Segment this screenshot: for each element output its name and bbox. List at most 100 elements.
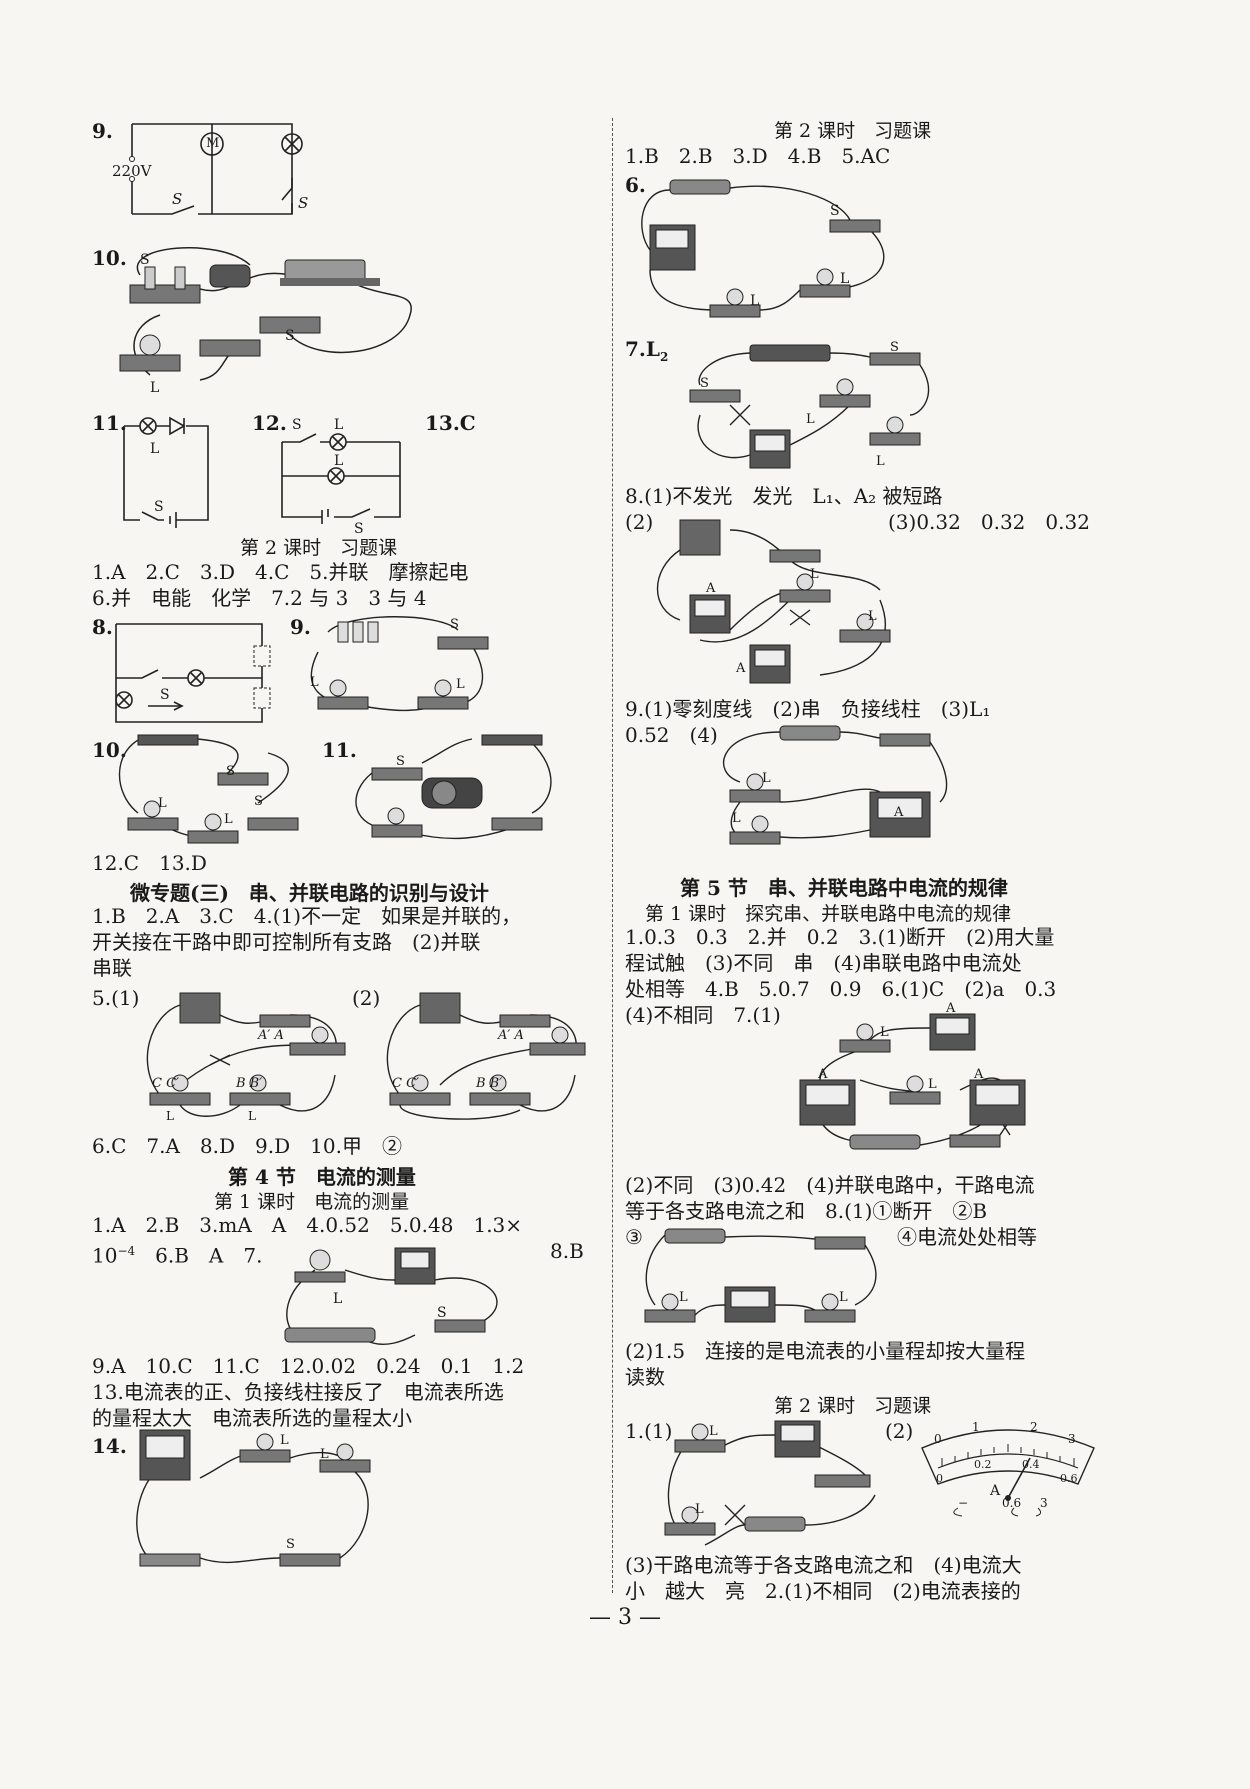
sub-question-label: (2) — [885, 1419, 914, 1443]
answer-line: 1.0.3 0.3 2.并 0.2 3.(1)断开 (2)用大量 — [625, 925, 1055, 949]
ammeter-dial: 0 1 2 3 0 0.2 0.4 0.6 A − 0.6 3 — [918, 1418, 1098, 1518]
switch-label: S — [286, 1537, 295, 1552]
terminal-label: A′ A — [498, 1028, 524, 1043]
switch-label: S — [292, 417, 302, 433]
answer-line: 0.52 (4) — [625, 723, 718, 747]
dial-letter: A — [990, 1483, 1001, 1499]
switch-label: S — [298, 194, 309, 212]
lamp-label: L — [150, 441, 160, 457]
lesson-heading: 第 2 课时 习题课 — [774, 1395, 932, 1417]
question-number: 8. — [92, 615, 113, 639]
physical-circuit-q7-1: A A A L L — [799, 1000, 1030, 1150]
physical-circuit-q8-1: L L — [644, 1225, 885, 1325]
physical-circuit-q6: S L L — [640, 170, 890, 320]
ammeter-label: A — [946, 1001, 956, 1016]
lamp-label: L — [166, 1109, 174, 1123]
terminal-label: C C′ — [392, 1076, 419, 1091]
dial-tick: 0.6 — [1060, 1472, 1078, 1485]
question-number: 10. — [92, 246, 127, 270]
switch-label: S — [154, 499, 164, 515]
lamp-label: L — [732, 811, 741, 826]
answer-line: 1.B 2.B 3.D 4.B 5.AC — [625, 144, 891, 168]
answer-line: ③ — [625, 1225, 643, 1249]
lamp-label: L — [320, 1447, 329, 1462]
switch-label: S — [890, 340, 899, 355]
answer-line: 处相等 4.B 5.0.7 0.9 6.(1)C (2)a 0.3 — [625, 977, 1057, 1001]
answer-line: 6.并 电能 化学 7.2 与 3 3 与 4 — [92, 586, 427, 610]
question-number: 5.(1) — [92, 986, 140, 1010]
switch-label: S — [140, 252, 150, 268]
dial-terminal: − — [958, 1496, 969, 1510]
ammeter-label: A — [974, 1067, 984, 1082]
question-number: 11. — [322, 738, 357, 762]
physical-circuit-l2-q1: L L — [664, 1415, 885, 1550]
switch-label: S — [160, 687, 170, 703]
lamp-label: L — [334, 417, 344, 433]
question-number: 9. — [290, 615, 311, 639]
answer-line: 串联 — [92, 956, 132, 980]
switch-label: S — [254, 794, 263, 809]
dial-tick: 0.4 — [1022, 1458, 1040, 1471]
switch-label: S — [354, 521, 364, 537]
lamp-label: L — [928, 1077, 937, 1092]
section-heading: 第 4 节 电流的测量 — [228, 1165, 416, 1189]
circuit-diagram-q8: S — [112, 618, 272, 730]
lesson-heading: 第 1 课时 电流的测量 — [214, 1191, 410, 1213]
lamp-label: L — [810, 567, 819, 582]
answer-line: (2)1.5 连接的是电流表的小量程却按大量程 — [625, 1339, 1026, 1363]
dial-tick: 3 — [1068, 1432, 1076, 1446]
lamp-label: L — [709, 1424, 718, 1439]
switch-label: S — [285, 328, 295, 344]
physical-circuit-q14: L L S — [136, 1428, 371, 1568]
physical-circuit-q8: A A L L — [656, 510, 891, 685]
physical-circuit-q5-1: A′ A C C′ B B′ L L — [140, 985, 346, 1125]
answer-line: 8.(1)不发光 发光 L₁、A₂ 被短路 — [625, 484, 943, 508]
lamp-label: L — [224, 812, 233, 827]
lamp-label: L — [806, 412, 815, 427]
switch-label: S — [830, 203, 840, 219]
lamp-label: L — [456, 677, 465, 692]
circuit-diagram-q12: S L L S — [281, 412, 412, 537]
question-number: 12. — [252, 411, 287, 435]
question-number: 6. — [625, 173, 646, 197]
column-divider — [612, 118, 614, 1593]
ammeter-label: A — [894, 805, 904, 820]
section-heading: 第 5 节 串、并联电路中电流的规律 — [680, 876, 1008, 900]
dial-tick: 2 — [1030, 1420, 1038, 1434]
question-number: 9. — [92, 119, 113, 143]
ammeter-label: A — [818, 1067, 828, 1082]
switch-label: S — [437, 1305, 447, 1321]
lamp-label: L — [158, 796, 167, 811]
motor-label: M — [206, 136, 220, 151]
dial-terminal: 3 — [1040, 1496, 1048, 1510]
lesson-heading: 第 2 课时 习题课 — [774, 120, 932, 142]
physical-circuit-q5-2: A′ A C C′ B B′ — [380, 985, 586, 1125]
answer-line: 13.电流表的正、负接线柱接反了 电流表所选 — [92, 1380, 504, 1404]
physical-circuit-q7: L S — [284, 1240, 525, 1352]
circuit-diagram-q9: M 220V S S — [112, 118, 312, 243]
answer-line: 6.C 7.A 8.D 9.D 10.甲 ② — [92, 1134, 402, 1158]
answer-line: 1.A 2.B 3.mA A 4.0.52 5.0.48 1.3× — [92, 1213, 523, 1237]
switch-label: S — [226, 764, 235, 779]
lamp-label: L — [839, 1290, 848, 1305]
switch-label: S — [172, 190, 183, 208]
physical-circuit-q9r: L L A — [720, 722, 950, 845]
answer-line: 小 越大 亮 2.(1)不相同 (2)电流表接的 — [625, 1579, 1021, 1603]
page-number: — 3 — — [589, 1605, 661, 1630]
lamp-label: L — [840, 271, 850, 287]
voltage-label: 220V — [112, 162, 152, 180]
lamp-label: L — [334, 453, 344, 469]
answer-q13: 13.C — [425, 411, 476, 435]
answer-line: (3)0.32 0.32 0.32 — [888, 510, 1090, 534]
lesson-heading: 第 1 课时 探究串、并联电路中电流的规律 — [645, 903, 1012, 925]
answer-line: 的量程太大 电流表所选的量程太小 — [92, 1406, 412, 1430]
lamp-label: L — [150, 380, 160, 396]
lamp-label: L — [679, 1290, 688, 1305]
dial-tick: 0.2 — [974, 1458, 992, 1471]
dial-tick: 1 — [972, 1420, 980, 1434]
lamp-label: L — [248, 1109, 256, 1123]
ammeter-label: A — [706, 581, 716, 596]
dial-terminal: 0.6 — [1002, 1496, 1022, 1510]
question-number: 11. — [92, 411, 127, 435]
question-number: 14. — [92, 1434, 127, 1458]
